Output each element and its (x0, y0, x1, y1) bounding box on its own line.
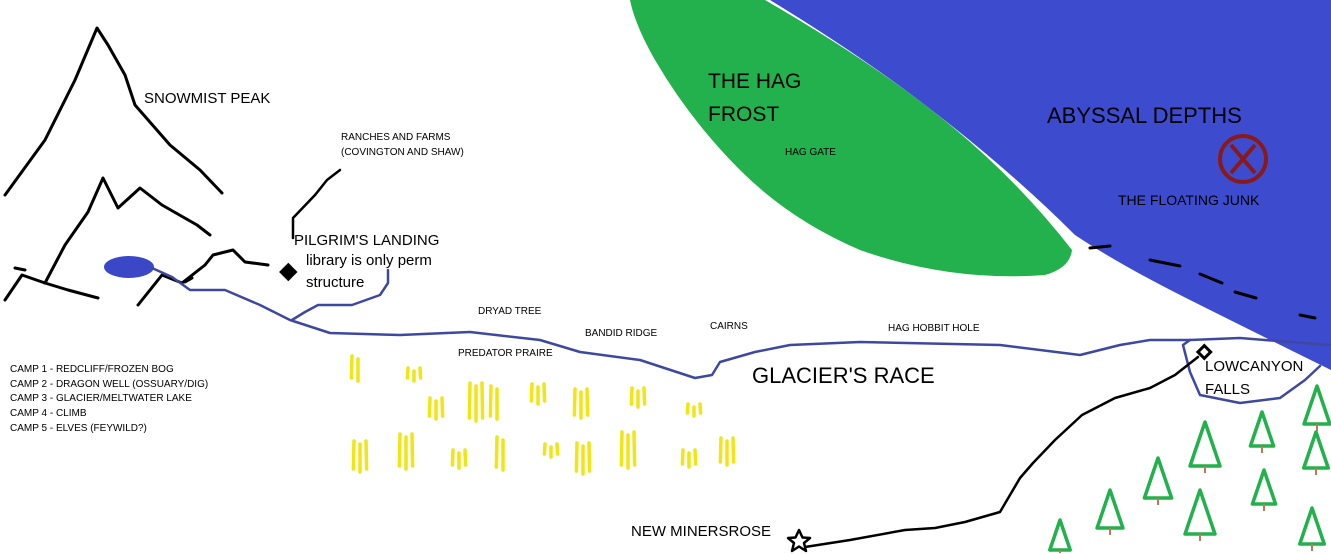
pine-tree (1048, 518, 1072, 552)
wheat-stalk (555, 442, 560, 456)
floating-junk-label: THE FLOATING JUNK (1118, 192, 1260, 208)
wheat-field-icon (349, 354, 736, 476)
predator-praire-label: PREDATOR PRAIRE (458, 348, 553, 359)
camp-legend: CAMP 1 - REDCLIFF/FROZEN BOG CAMP 2 - DR… (10, 363, 208, 437)
wheat-stalk (693, 448, 698, 466)
wheat-stalk (680, 448, 685, 466)
snowmist-peak-label: SNOWMIST PEAK (144, 90, 271, 107)
wheat-stalk (440, 396, 445, 418)
wheat-stalk (427, 396, 432, 418)
pilgrims-landing-label: PILGRIM'S LANDING (294, 232, 440, 249)
camp-legend-item: CAMP 4 - CLIMB (10, 408, 87, 420)
wheat-stalk (685, 402, 690, 415)
pine-tree (1248, 410, 1276, 448)
cliff-dashes (1088, 244, 1317, 320)
bandid-ridge-label: BANDID RIDGE (585, 328, 658, 339)
ranches-label-line2: (COVINGTON AND SHAW) (341, 147, 464, 158)
wheat-stalk (529, 382, 534, 403)
pine-tree (1302, 430, 1330, 470)
camp-legend-item: CAMP 5 - ELVES (FEYWILD?) (10, 422, 147, 434)
pine-tree (1095, 488, 1125, 530)
pine-tree (1142, 456, 1174, 500)
snowmist-peak-mountain (3, 26, 270, 307)
wheat-stalk (585, 387, 590, 417)
wheat-stalk (480, 381, 485, 420)
wheat-stalk (351, 439, 356, 471)
wheat-stalk (574, 441, 579, 473)
dryad-tree-label: DRYAD TREE (478, 306, 542, 317)
library-note-line1: library is only perm (306, 252, 432, 269)
wheat-stalk (572, 387, 577, 417)
wheat-stalk (718, 436, 723, 464)
wheat-stalk (450, 448, 455, 467)
wheat-stalk (698, 402, 703, 415)
wheat-stalk (418, 366, 423, 380)
hag-frost-label-line1: THE HAG (708, 70, 802, 93)
pine-tree (1298, 506, 1326, 546)
wheat-stalk (642, 386, 647, 406)
wheat-stalk (488, 384, 493, 418)
pine-tree (1250, 468, 1278, 506)
pine-tree-icon (1048, 384, 1331, 553)
lowcanyon-falls-label-line1: LOWCANYON (1205, 358, 1304, 375)
wheat-stalk (587, 441, 592, 473)
wheat-stalk (410, 432, 415, 468)
wheat-stalk (619, 430, 624, 467)
wheat-stalk (542, 442, 547, 456)
circled-x-icon (1218, 134, 1268, 184)
wheat-stalk (494, 435, 499, 469)
wheat-stalk (397, 432, 402, 468)
wheat-stalk (632, 430, 637, 467)
wheat-stalk (349, 354, 354, 380)
hag-hobbit-hole-label: HAG HOBBIT HOLE (888, 323, 980, 334)
meltwater-lake (104, 256, 154, 278)
camp-legend-item: CAMP 2 - DRAGON WELL (OSSUARY/DIG) (10, 378, 209, 390)
new-minersrose-label: NEW MINERSROSE (631, 523, 772, 540)
camp-legend-item: CAMP 1 - REDCLIFF/FROZEN BOG (10, 364, 174, 375)
abyssal-depths-label: ABYSSAL DEPTHS (1047, 103, 1242, 128)
wheat-stalk (463, 448, 468, 467)
wheat-stalk (731, 436, 736, 464)
glaciers-race-label: GLACIER'S RACE (752, 363, 935, 388)
ranch-road (291, 168, 342, 240)
star-icon (786, 528, 812, 553)
wheat-stalk (405, 366, 410, 380)
wheat-stalk (542, 382, 547, 403)
wheat-stalk (629, 386, 634, 406)
wheat-stalk (467, 381, 472, 420)
lowcanyon-falls-label-line2: FALLS (1205, 381, 1251, 398)
pine-tree (1188, 420, 1222, 468)
pine-tree (1183, 488, 1217, 536)
hag-frost-region (630, 0, 1072, 277)
library-note-line2: structure (306, 274, 365, 291)
mining-road (803, 355, 1200, 549)
diamond-icon (279, 262, 298, 282)
camp-legend-item: CAMP 3 - GLACIER/MELTWATER LAKE (10, 393, 192, 405)
hag-gate-label: HAG GATE (785, 147, 836, 158)
pine-tree (1302, 384, 1331, 426)
diamond-icon (1195, 343, 1213, 361)
abyssal-depths-ocean (770, 0, 1331, 370)
ranches-label-line1: RANCHES AND FARMS (341, 132, 451, 143)
glaciers-race-river (150, 266, 1331, 405)
hag-frost-label-line2: FROST (708, 103, 780, 126)
wheat-stalk (364, 439, 369, 471)
cairns-label: CAIRNS (710, 321, 748, 332)
